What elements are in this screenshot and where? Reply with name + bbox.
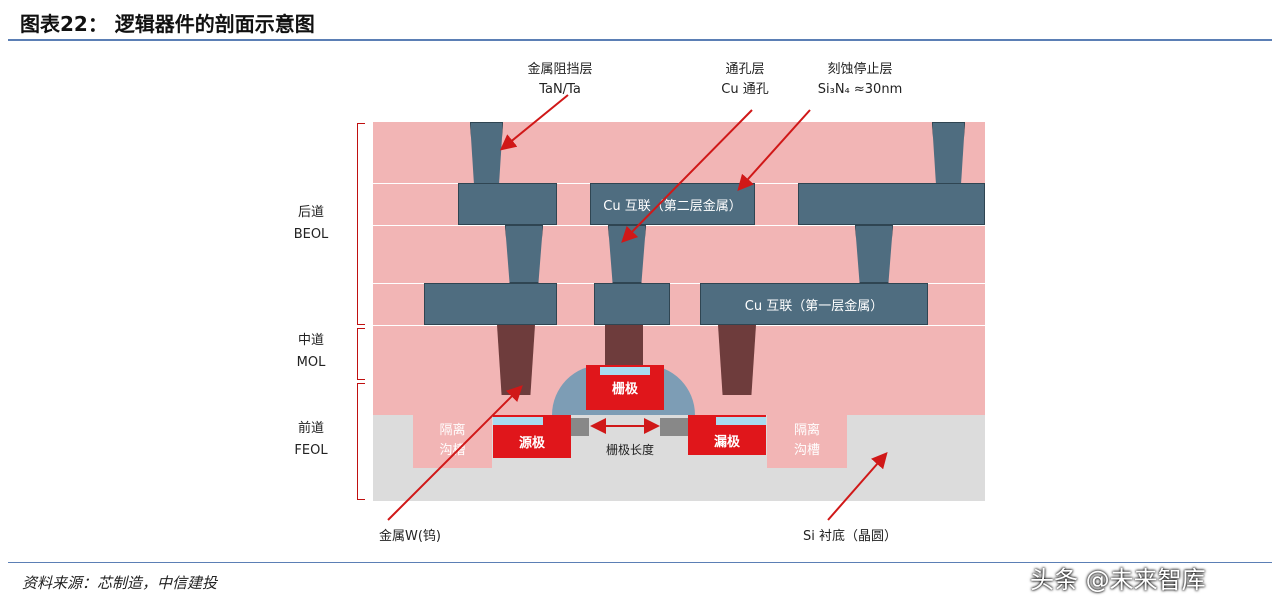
etch-stop-arrow bbox=[737, 109, 811, 191]
section-beol: 后道 BEOL bbox=[286, 202, 336, 246]
metal2-label: Cu 互联（第二层金属） bbox=[603, 198, 742, 214]
barrier-line1: 金属阻挡层 bbox=[527, 62, 593, 77]
substrate-arrow bbox=[827, 451, 888, 521]
metal2-line bbox=[798, 183, 985, 225]
barrier-label: 金属阻挡层 TaN/Ta bbox=[505, 60, 615, 100]
extension-left bbox=[571, 418, 589, 436]
etch-stop-line2: Si₃N₄ ≈30nm bbox=[817, 82, 903, 97]
tungsten-contact bbox=[497, 325, 535, 395]
watermark: 头条 @未来智库 bbox=[1030, 566, 1206, 594]
substrate-label: Si 衬底（晶圆） bbox=[803, 529, 897, 544]
isolation-left-line2: 沟槽 bbox=[439, 443, 466, 458]
drain-silicide bbox=[716, 417, 766, 425]
isolation-right-line2: 沟槽 bbox=[793, 443, 820, 458]
mol-cn: 中道 bbox=[297, 333, 324, 348]
feol-en: FEOL bbox=[294, 443, 328, 458]
via-line2: Cu 通孔 bbox=[721, 82, 769, 97]
isolation-trench-left: 隔离沟槽 bbox=[413, 415, 492, 468]
barrier-line2: TaN/Ta bbox=[539, 82, 581, 97]
source-label: 源极 bbox=[518, 436, 545, 451]
via-line1: 通孔层 bbox=[725, 62, 765, 77]
metal1-line bbox=[594, 283, 670, 325]
gate-silicide bbox=[600, 367, 650, 375]
mol-en: MOL bbox=[296, 355, 326, 370]
via-top bbox=[932, 122, 965, 184]
via-label: 通孔层 Cu 通孔 bbox=[705, 60, 785, 100]
feol-bracket bbox=[357, 383, 365, 500]
via-arrow bbox=[621, 109, 753, 243]
beol-bracket bbox=[357, 123, 365, 325]
beol-en: BEOL bbox=[293, 227, 329, 242]
barrier-arrow bbox=[499, 94, 569, 151]
tungsten-arrow bbox=[387, 385, 523, 521]
metal1-label: Cu 互联（第一层金属） bbox=[744, 298, 884, 314]
section-mol: 中道 MOL bbox=[286, 330, 336, 374]
isolation-right-line1: 隔离 bbox=[793, 423, 820, 438]
isolation-trench-right: 隔离沟槽 bbox=[767, 415, 847, 468]
via-mid bbox=[505, 225, 543, 283]
metal1-line-labeled: Cu 互联（第一层金属） bbox=[700, 283, 928, 325]
feol-cn: 前道 bbox=[297, 421, 324, 436]
gate-label: 栅极 bbox=[611, 382, 638, 397]
footer-divider bbox=[8, 562, 1272, 563]
mol-bracket bbox=[357, 328, 365, 380]
gate-length-label: 栅极长度 bbox=[605, 443, 654, 457]
layer-boundary bbox=[373, 225, 985, 226]
source-note: 资料来源：芯制造，中信建投 bbox=[22, 574, 218, 592]
etch-stop-label: 刻蚀停止层 Si₃N₄ ≈30nm bbox=[805, 60, 915, 100]
figure-title: 图表22： 逻辑器件的剖面示意图 bbox=[20, 12, 315, 36]
etch-stop-line1: 刻蚀停止层 bbox=[827, 62, 893, 77]
metal1-line bbox=[424, 283, 557, 325]
source-silicide bbox=[493, 417, 543, 425]
tungsten-label: 金属W(钨) bbox=[379, 529, 441, 544]
metal2-line bbox=[458, 183, 557, 225]
layer-boundary bbox=[373, 325, 985, 326]
beol-cn: 后道 bbox=[297, 205, 324, 220]
drain-label: 漏极 bbox=[713, 434, 740, 450]
section-feol: 前道 FEOL bbox=[286, 418, 336, 462]
isolation-left-line1: 隔离 bbox=[439, 423, 466, 438]
extension-right bbox=[660, 418, 688, 436]
layer-boundary bbox=[373, 283, 985, 284]
tungsten-contact bbox=[605, 325, 643, 367]
tungsten-contact bbox=[718, 325, 756, 395]
header-divider bbox=[8, 39, 1272, 41]
